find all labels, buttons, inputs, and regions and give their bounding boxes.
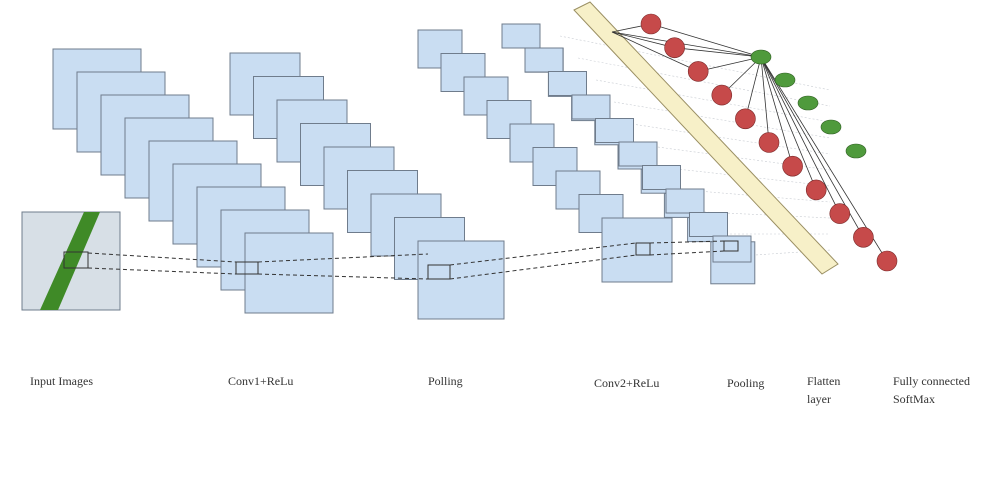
pool2-feature-map xyxy=(642,165,681,190)
label-pooling: Pooling xyxy=(727,376,765,390)
faint-connector xyxy=(739,249,831,257)
flatten-neuron xyxy=(805,179,827,201)
leaf-icon xyxy=(40,212,100,310)
bar-to-hub-line xyxy=(611,31,762,58)
label-conv1-relu: Conv1+ReLu xyxy=(228,374,294,388)
output-neuron xyxy=(845,143,867,159)
projection-line xyxy=(649,250,725,256)
faint-connector xyxy=(595,79,831,123)
flatten-layer-bar xyxy=(573,1,839,275)
flatten-bar xyxy=(573,1,839,275)
projection-line xyxy=(449,254,637,280)
input-feature-map xyxy=(244,232,334,314)
bar-to-neuron-line xyxy=(611,31,675,49)
bar-to-neuron-line xyxy=(611,31,699,72)
neuron-connection-line xyxy=(760,56,817,191)
pool2-feature-map xyxy=(524,47,564,73)
pool2-feature-map xyxy=(571,94,611,120)
neuron-connection-line xyxy=(745,56,762,119)
flatten-neuron xyxy=(853,227,874,248)
neuron-connection-line xyxy=(760,56,888,262)
pool2-feature-map xyxy=(595,118,634,143)
faint-connector xyxy=(631,123,831,155)
faint-connector xyxy=(577,57,831,107)
label-polling: Polling xyxy=(428,374,463,388)
label-conv2-relu: Conv2+ReLu xyxy=(594,376,660,390)
flatten-neuron xyxy=(664,37,685,59)
flatten-neuron xyxy=(758,132,780,153)
flatten-neuron xyxy=(876,250,898,272)
neuron-connection-line xyxy=(650,23,762,58)
neuron-network xyxy=(611,13,898,272)
feature-map-stacks xyxy=(21,23,756,320)
neuron-connection-line xyxy=(760,56,793,167)
faint-connector xyxy=(613,101,831,139)
output-neuron xyxy=(820,119,842,135)
output-neuron xyxy=(774,72,796,88)
pool2-feature-map xyxy=(665,188,705,214)
conv2-feature-map xyxy=(501,23,541,49)
projection-line xyxy=(87,267,237,275)
conv1-window xyxy=(235,261,259,275)
projection-line xyxy=(449,242,637,266)
output-neuron xyxy=(750,49,772,65)
pool2-feature-map xyxy=(548,71,587,96)
pool2-feature-map xyxy=(689,212,728,237)
flatten-neuron xyxy=(782,155,803,177)
projection-line xyxy=(257,273,429,280)
pool1-feature-map xyxy=(601,217,673,283)
label-softmax: SoftMax xyxy=(893,392,935,406)
conv1-feature-map xyxy=(417,240,505,320)
pool2-window xyxy=(723,240,739,252)
neuron-connection-line xyxy=(674,47,762,58)
projection-line xyxy=(649,240,725,244)
label-flatten-layer: layer xyxy=(807,392,831,406)
input-image-photo xyxy=(21,211,121,311)
projection-line xyxy=(87,252,237,263)
flatten-neuron xyxy=(735,108,756,130)
output-neuron xyxy=(797,95,819,111)
flatten-neuron xyxy=(829,203,851,224)
pool2-feature-map xyxy=(618,141,658,167)
conv2-window xyxy=(635,242,651,256)
neuron-connection-line xyxy=(760,56,770,143)
flatten-neuron xyxy=(640,13,662,35)
projection-line xyxy=(257,253,429,263)
pool1-window xyxy=(427,264,451,280)
flatten-neuron xyxy=(687,61,709,82)
pool2-feature-map xyxy=(712,235,752,263)
neuron-connection-line xyxy=(760,56,841,214)
label-fully-connected: Fully connected xyxy=(893,374,970,388)
flatten-neuron xyxy=(711,84,733,106)
label-flatten: Flatten xyxy=(807,374,841,388)
receptive-window xyxy=(63,251,89,269)
label-input-images: Input Images xyxy=(30,374,93,388)
neuron-connection-line xyxy=(698,56,762,72)
